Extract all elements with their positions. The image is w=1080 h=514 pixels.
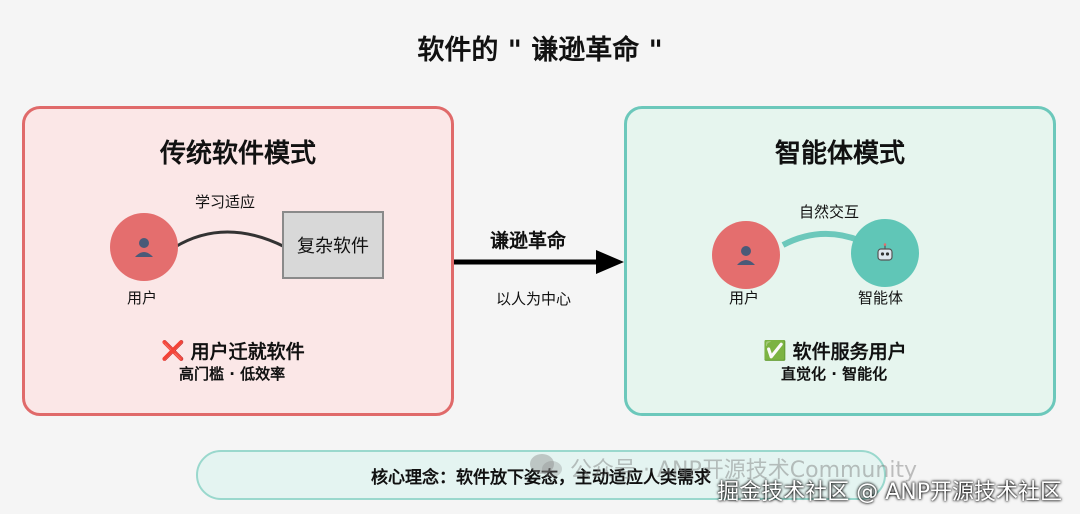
agent-model-panel: 智能体模式 自然交互 用户 智能体 ✅ 软件服务用户 直觉化 · 智能化 — [624, 106, 1056, 416]
user-node — [712, 221, 780, 289]
learning-adapt-label: 学习适应 — [195, 193, 256, 211]
page-title: 软件的 " 谦逊革命 " — [417, 35, 663, 66]
core-idea-bar: 核心理念：软件放下姿态，主动适应人类需求 — [196, 450, 886, 500]
user-icon — [135, 238, 153, 257]
user-icon — [737, 246, 755, 265]
agent-label: 智能体 — [858, 289, 904, 307]
user-label: 用户 — [127, 289, 158, 307]
humble-revolution-label: 谦逊革命 — [490, 230, 567, 252]
learning-connector — [174, 230, 286, 249]
traditional-status: ❌ 用户迁就软件 — [161, 337, 305, 364]
check-icon: ✅ — [763, 340, 787, 362]
credit: 掘金技术社区 @ ANP开源技术社区 — [717, 480, 1062, 505]
traditional-sub: 高门槛 · 低效率 — [179, 365, 286, 383]
user-node — [110, 213, 178, 281]
arrow-right-icon — [454, 250, 624, 274]
human-centered-label: 以人为中心 — [496, 290, 572, 308]
agent-status-text: 软件服务用户 — [792, 341, 907, 363]
robot-icon — [877, 243, 893, 261]
traditional-software-panel: 传统软件模式 学习适应 用户 复杂软件 ❌ 用户迁就软件 高门槛 · 低效率 — [22, 106, 454, 416]
agent-sub: 直觉化 · 智能化 — [781, 365, 888, 383]
cross-icon: ❌ — [161, 340, 185, 362]
watermark: 公众号 · ANP开源技术Community — [570, 458, 918, 483]
complex-software-box: 复杂软件 — [282, 211, 384, 279]
natural-interaction-label: 自然交互 — [799, 203, 860, 221]
agent-node — [851, 219, 919, 287]
traditional-panel-title: 传统软件模式 — [159, 139, 316, 169]
wechat-icon — [528, 452, 564, 480]
agent-panel-title: 智能体模式 — [774, 139, 905, 169]
user-label: 用户 — [729, 289, 760, 307]
agent-status: ✅ 软件服务用户 — [763, 337, 907, 364]
traditional-status-text: 用户迁就软件 — [190, 341, 305, 363]
